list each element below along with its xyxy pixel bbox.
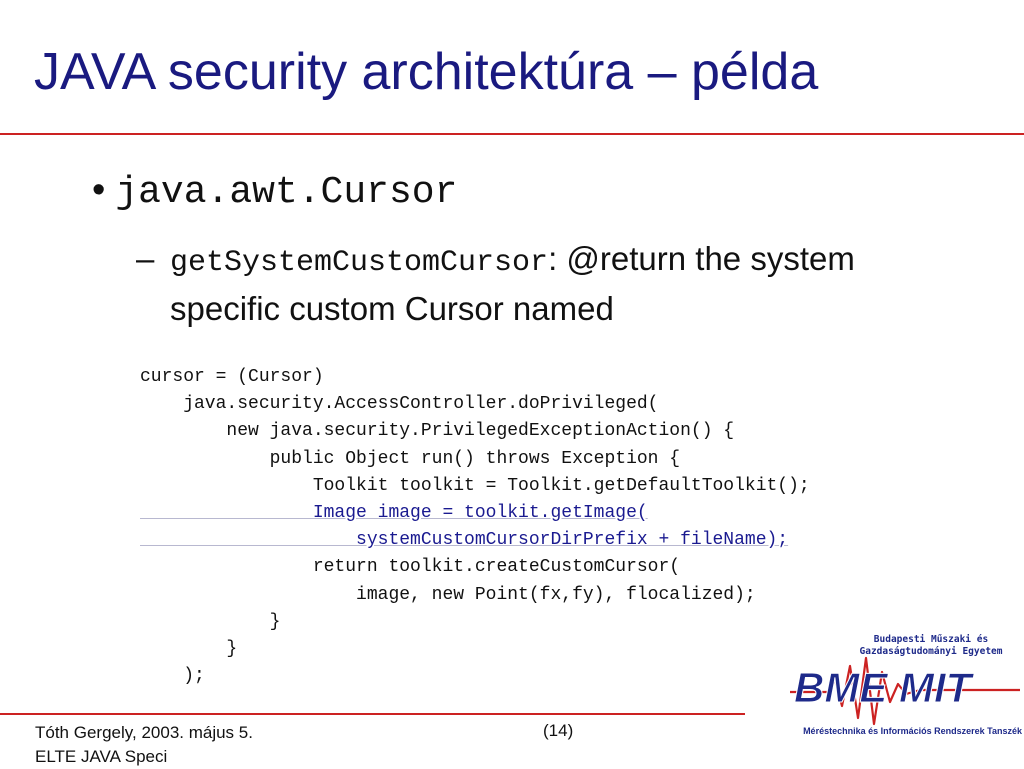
code-line: Toolkit toolkit = Toolkit.getDefaultTool… [140,475,810,496]
method-description: : @return the system specific custom Cur… [170,240,855,327]
logo-university-line2: Gazdaságtudományi Egyetem [859,646,1003,657]
code-line: new java.security.PrivilegedExceptionAct… [140,421,735,442]
code-line: cursor = (Cursor) [140,367,324,387]
title-divider [0,133,1024,135]
bme-mit-logo: Budapesti Műszaki és Gazdaságtudományi E… [770,632,1022,762]
method-name: getSystemCustomCursor [170,246,549,280]
logo-department-name: Méréstechnika és Információs Rendszerek … [803,726,1022,736]
footer-author-date: Tóth Gergely, 2003. május 5. [35,723,253,742]
page-number: (14) [543,721,574,740]
code-line: return toolkit.createCustomCursor( [140,557,681,578]
bullet-marker: • [92,169,106,211]
bullet-level2: – getSystemCustomCursor: @return the sys… [136,236,916,332]
footer-course: ELTE JAVA Speci [35,747,168,766]
code-line: ); [140,666,205,687]
sub-bullet-marker: – [136,240,155,277]
footer-info: Tóth Gergely, 2003. május 5. ELTE JAVA S… [35,721,253,769]
sub-bullet-text: getSystemCustomCursor: @return the syste… [170,236,916,332]
code-line: } [140,611,281,632]
code-line: } [140,639,238,660]
logo-graphic: BME MIT [790,656,1020,726]
code-line: public Object run() throws Exception { [140,448,681,469]
code-block: cursor = (Cursor) java.security.AccessCo… [140,364,810,690]
footer-divider [0,713,745,715]
logo-university-line1: Budapesti Műszaki és [873,634,989,645]
logo-brand-text: BME MIT [794,664,975,711]
bullet-level1: •java.awt.Cursor [92,168,457,216]
code-line: image, new Point(fx,fy), flocalized); [140,584,756,605]
logo-university-name: Budapesti Műszaki és Gazdaságtudományi E… [842,634,1020,658]
logo-signal-wave-icon [790,656,1020,726]
code-line-highlighted: systemCustomCursorDirPrefix + fileName); [140,530,789,551]
code-line-highlighted: Image image = toolkit.getImage( [140,503,648,524]
slide-title: JAVA security architektúra – példa [34,43,819,101]
code-line: java.security.AccessController.doPrivile… [140,394,659,415]
bullet-class-name: java.awt.Cursor [115,171,458,214]
